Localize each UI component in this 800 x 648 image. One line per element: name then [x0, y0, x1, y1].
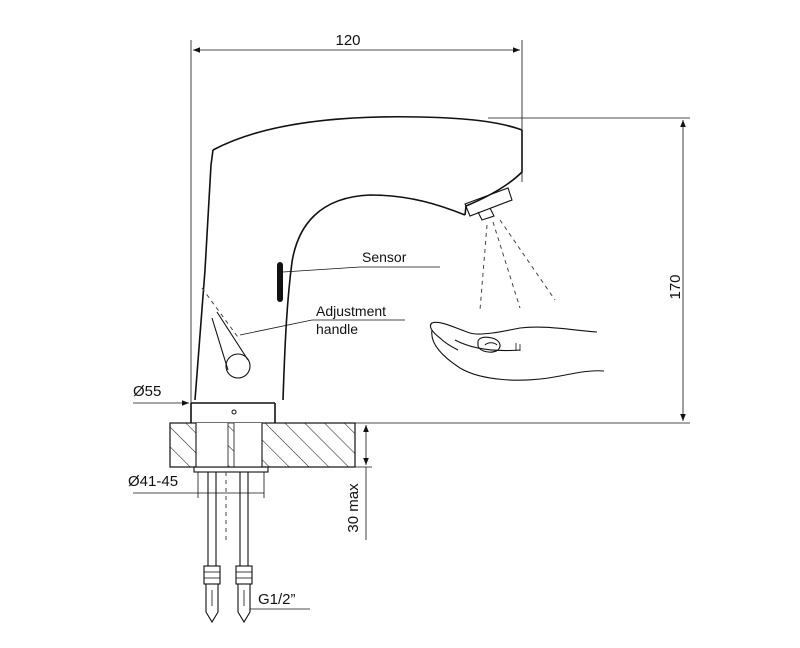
adjustment-label-line2: handle — [316, 321, 358, 337]
sensor-window — [277, 262, 283, 302]
dimension-max-thickness-label: 30 max — [345, 483, 362, 533]
callout-adjustment-handle: Adjustment handle — [239, 303, 405, 337]
sensor-label: Sensor — [362, 249, 407, 265]
faucet-body — [190, 115, 523, 423]
dimension-height: 170 — [355, 117, 690, 424]
supply-hoses — [203, 472, 253, 624]
callout-thread: G1/2” — [250, 591, 310, 610]
adjustment-label-line1: Adjustment — [316, 303, 386, 319]
dimension-hole-diameter: Ø41-45 — [128, 472, 265, 498]
dimension-height-label: 170 — [667, 274, 684, 299]
hand-illustration — [429, 321, 605, 381]
water-spray — [479, 219, 556, 311]
dimension-hole-diameter-label: Ø41-45 — [128, 473, 178, 490]
dimension-base-diameter: Ø55 — [133, 383, 189, 406]
dimension-max-thickness: 30 max — [345, 425, 372, 540]
countertop-section — [169, 422, 356, 473]
dimension-width-label: 120 — [335, 32, 360, 49]
dimension-width: 120 — [190, 32, 523, 405]
callout-sensor: Sensor — [282, 249, 440, 273]
dimension-base-diameter-label: Ø55 — [133, 383, 161, 400]
adjustment-handle — [201, 287, 251, 379]
thread-label: G1/2” — [258, 591, 296, 608]
